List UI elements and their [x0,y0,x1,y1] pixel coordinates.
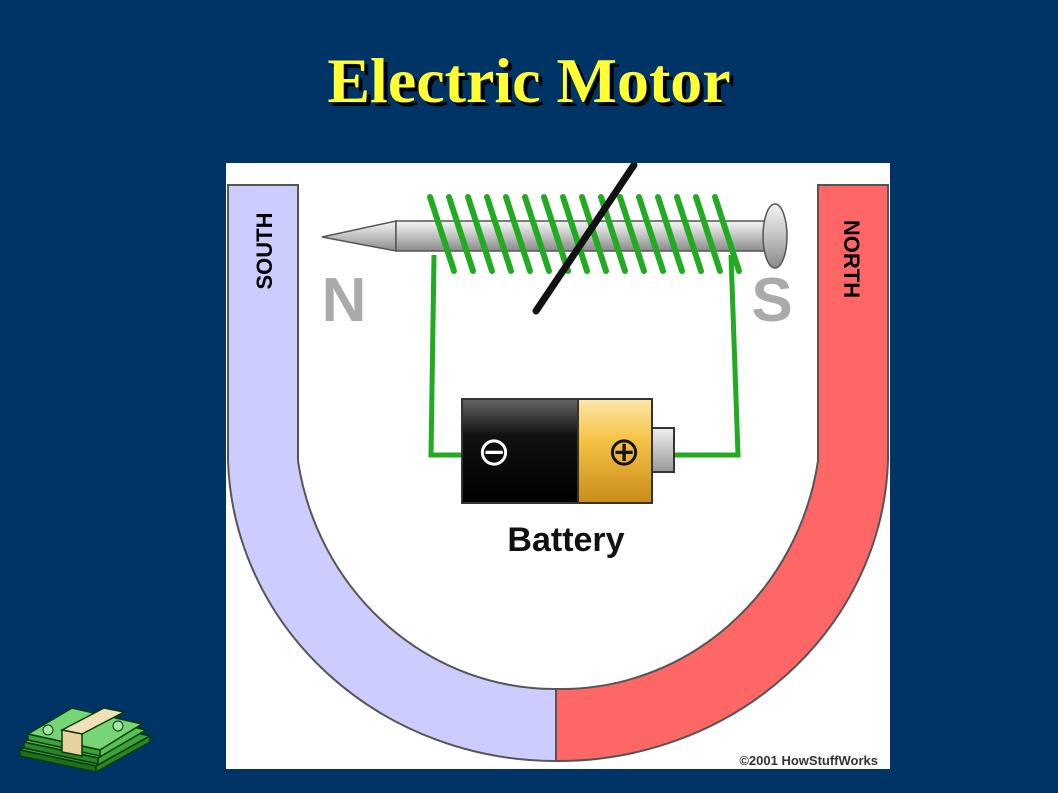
battery-icon [461,398,675,504]
magnet-south-half [227,184,557,763]
magnet-north-half [555,184,889,763]
pole-n-label: N [322,266,367,335]
slide-title: Electric Motor [327,45,731,116]
coil-windings [427,194,742,274]
magnet-north-label: NORTH [839,220,864,298]
magnet-south-label: SOUTH [252,213,277,290]
battery-positive-symbol: ⊕ [607,429,641,475]
money-stack-icon [17,706,153,774]
axle-line [532,163,638,315]
battery-label: Battery [507,521,624,559]
battery-negative-symbol: ⊖ [477,429,511,475]
pole-s-label: S [751,266,792,335]
electric-motor-diagram: SOUTH NORTH N S [226,163,890,769]
circuit-wire-left [428,254,462,458]
copyright-text: ©2001 HowStuffWorks [739,753,878,768]
circuit-wire-right [674,254,741,458]
